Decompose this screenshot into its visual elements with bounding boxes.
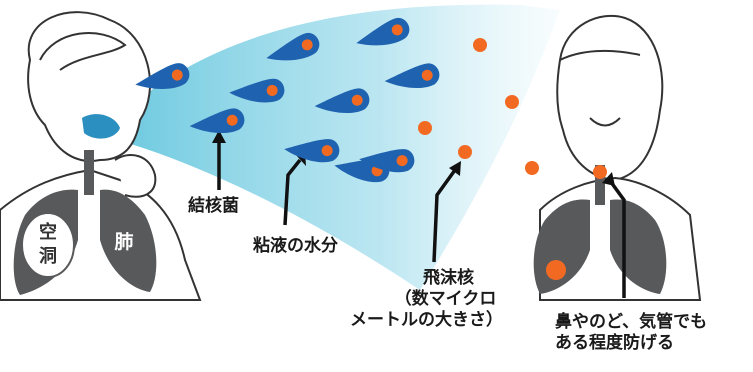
- saliva-droplet: [135, 63, 190, 89]
- label-droplet-nuclei-line2: （数マイクロ: [394, 289, 497, 309]
- droplet-nucleus: [458, 145, 472, 159]
- tb-bacterium: [266, 84, 278, 96]
- label-droplet-nuclei-line1: 飛沫核: [423, 268, 474, 288]
- saliva-droplet: [384, 63, 440, 89]
- label-tb-bacteria: 結核菌: [188, 196, 239, 216]
- tb-bacterium: [421, 69, 433, 81]
- cavity-label: 空: [39, 221, 57, 243]
- cough-spray-cloud: [118, 4, 560, 290]
- tb-bacterium: [226, 114, 238, 126]
- saliva-droplet: [356, 17, 410, 46]
- tb-bacterium: [301, 39, 313, 51]
- saliva-droplets: [135, 17, 440, 183]
- cavity-mark: [21, 212, 75, 278]
- mask-mouth: [82, 114, 120, 139]
- tb-bacterium: [171, 69, 183, 81]
- saliva-droplet: [266, 32, 320, 61]
- tb-bacteria: [418, 38, 607, 179]
- lung-label: 肺: [114, 231, 133, 253]
- infected-spot: [546, 260, 566, 280]
- cavity-label-2: 洞: [39, 246, 57, 267]
- droplet-nucleus: [505, 95, 519, 109]
- label-defense: 鼻やのど、気管でも ある程度防げる: [555, 312, 707, 354]
- label-defense-line1: 鼻やのど、気管でも: [555, 312, 708, 332]
- saliva-droplet: [314, 88, 370, 114]
- droplet-nucleus: [418, 121, 432, 135]
- tb-bacterium: [396, 155, 408, 167]
- saliva-droplet: [284, 139, 340, 163]
- droplet-nucleus: [473, 38, 487, 52]
- droplet-nucleus: [593, 165, 607, 179]
- saliva-droplet: [189, 108, 245, 134]
- label-droplet-nuclei-line3: メートルの大きさ）: [350, 310, 503, 330]
- saliva-droplet: [359, 149, 415, 173]
- tb-bacterium: [321, 145, 333, 157]
- label-droplet-nuclei: 飛沫核 （数マイクロ メートルの大きさ）: [350, 268, 503, 331]
- saliva-droplet: [229, 78, 285, 103]
- tb-bacterium: [351, 94, 363, 106]
- droplet-nucleus: [525, 161, 539, 175]
- tb-bacterium: [391, 24, 403, 36]
- label-defense-line2: ある程度防げる: [555, 333, 674, 353]
- label-saliva-water: 粘液の水分: [253, 236, 338, 256]
